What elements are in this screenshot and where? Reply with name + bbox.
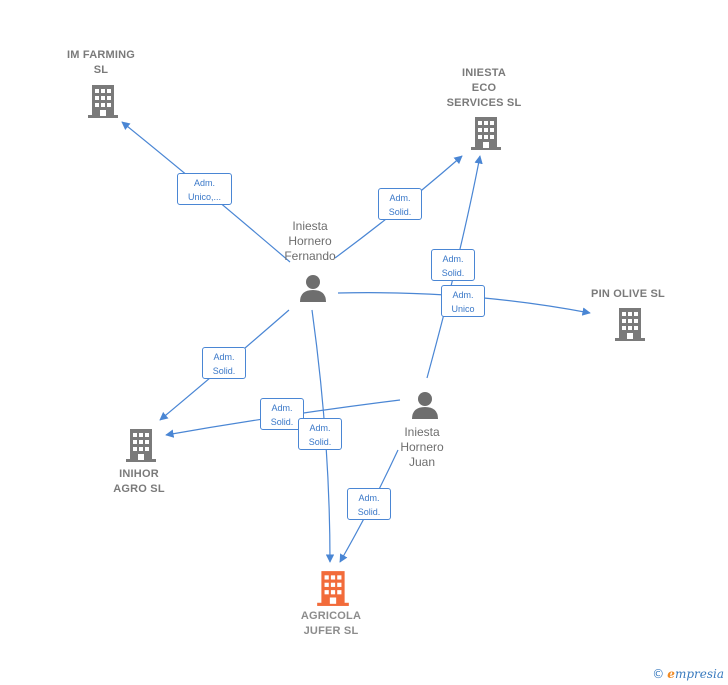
- company-label-pin-olive: PIN OLIVE SL: [591, 288, 665, 300]
- brand-initial: e: [667, 667, 675, 681]
- company-label-iniesta-eco: INIESTA ECO SERVICES SL: [446, 67, 522, 109]
- building-icon[interactable]: [124, 427, 158, 463]
- copyright-icon: ©: [652, 667, 665, 681]
- edge-label[interactable]: Adm. Unico: [441, 285, 485, 317]
- edge-label[interactable]: Adm. Solid.: [347, 488, 391, 520]
- edge-label[interactable]: Adm. Unico,...: [177, 173, 232, 205]
- company-label-inihor: INIHOR AGRO SL: [113, 468, 165, 495]
- company-label-im-farming: IM FARMING SL: [67, 49, 135, 76]
- building-icon[interactable]: [86, 83, 120, 119]
- edge-label[interactable]: Adm. Solid.: [202, 347, 246, 379]
- company-label-agricola: AGRICOLA JUFER SL: [300, 610, 362, 637]
- brand-logo: ©empresia: [652, 667, 724, 681]
- brand-name: mpresia: [674, 667, 724, 681]
- edge-label[interactable]: Adm. Solid.: [298, 418, 342, 450]
- building-icon[interactable]: [613, 306, 647, 342]
- edge-label[interactable]: Adm. Solid.: [431, 249, 475, 281]
- person-label-juan: Iniesta Hornero Juan: [400, 425, 444, 469]
- focal-building-icon[interactable]: [315, 569, 351, 607]
- person-label-fernando: Iniesta Hornero Fernando: [284, 219, 336, 263]
- edge-label[interactable]: Adm. Solid.: [378, 188, 422, 220]
- edge-label[interactable]: Adm. Solid.: [260, 398, 304, 430]
- building-icon[interactable]: [469, 115, 503, 151]
- person-icon[interactable]: [298, 273, 328, 303]
- person-icon[interactable]: [410, 390, 440, 420]
